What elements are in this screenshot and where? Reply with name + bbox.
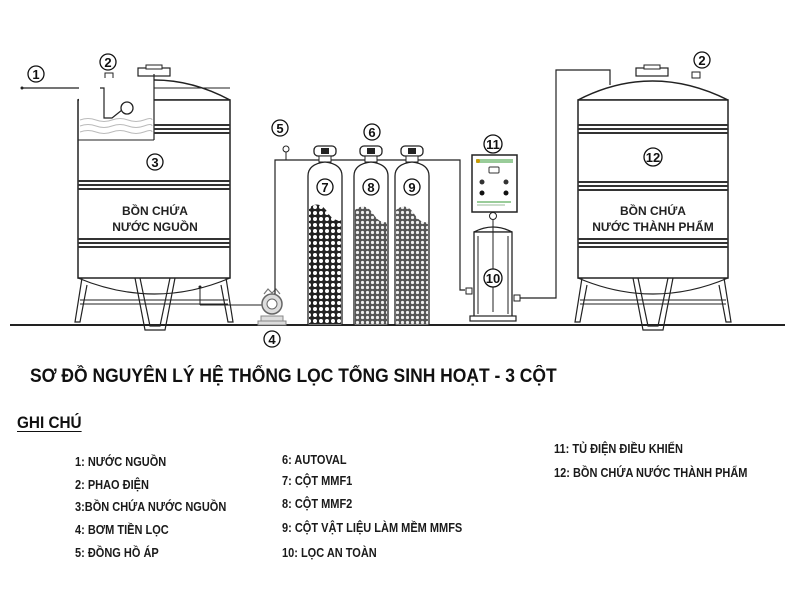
finished-tank-label-1: BỒN CHỨA (620, 203, 686, 218)
legend-item: 10: LỌC AN TOÀN (282, 546, 377, 560)
column-mmf2 (353, 145, 389, 326)
legend-title: GHI CHÚ (17, 413, 82, 432)
marker-5 (271, 119, 289, 137)
marker-5-label: 5 (276, 121, 283, 136)
source-water-tank (20, 64, 262, 331)
marker-11-label: 11 (486, 137, 500, 152)
marker-3 (146, 153, 164, 171)
marker-2-left (99, 53, 117, 71)
legend-item: 1: NƯỚC NGUỒN (75, 455, 167, 469)
marker-6 (363, 123, 381, 141)
marker-11 (483, 134, 503, 154)
marker-3-label: 3 (151, 155, 158, 170)
legend-item: 3:BỒN CHỨA NƯỚC NGUỒN (75, 500, 227, 514)
legend-item: 8: CỘT MMF2 (282, 497, 353, 511)
marker-1-label: 1 (32, 67, 39, 82)
marker-2-left-label: 2 (104, 55, 111, 70)
source-tank-label-2: NƯỚC NGUỒN (112, 219, 198, 234)
legend-item: 12: BỒN CHỨA NƯỚC THÀNH PHẨM (554, 466, 748, 480)
marker-1 (27, 65, 45, 83)
finished-tank-label-2: NƯỚC THÀNH PHẨM (592, 219, 714, 234)
legend-item: 4: BƠM TIỀN LỌC (75, 523, 169, 537)
legend-item: 11: TỦ ĐIỆN ĐIỀU KHIỂN (554, 442, 683, 456)
legend-item: 9: CỘT VẬT LIỆU LÀM MỀM MMFS (282, 521, 463, 535)
marker-12-label: 12 (646, 150, 660, 165)
legend-item: 6: AUTOVAL (282, 453, 347, 467)
marker-2-right-label: 2 (698, 53, 705, 68)
legend-item: 2: PHAO ĐIỆN (75, 478, 149, 492)
outlet-pipe (520, 69, 611, 299)
marker-2-right (693, 51, 711, 69)
column-mmfs (394, 145, 430, 326)
marker-9-label: 9 (408, 180, 415, 195)
control-panel (471, 154, 518, 220)
diagram-title: SƠ ĐỒ NGUYÊN LÝ HỆ THỐNG LỌC TỔNG SINH H… (30, 366, 557, 387)
column-mmf1 (307, 145, 343, 326)
legend-item: 5: ĐỒNG HỒ ÁP (75, 546, 159, 560)
marker-4-label: 4 (268, 332, 276, 347)
system-diagram: 1 2 3 BỒN CHỨA NƯỚC NGUỒN 4 5 6 7 (10, 51, 785, 348)
marker-4 (263, 330, 281, 348)
finished-water-tank (574, 64, 732, 331)
marker-12 (643, 147, 663, 167)
marker-10 (483, 268, 503, 288)
manifold-pipe (274, 159, 465, 294)
marker-7-label: 7 (321, 180, 328, 195)
legend-item: 7: CỘT MMF1 (282, 474, 353, 488)
marker-8-label: 8 (367, 180, 374, 195)
marker-6-label: 6 (368, 125, 375, 140)
pressure-gauge-icon (282, 145, 290, 153)
pre-filter-pump (230, 288, 287, 326)
source-tank-label-1: BỒN CHỨA (122, 203, 188, 218)
marker-10-label: 10 (486, 271, 500, 286)
